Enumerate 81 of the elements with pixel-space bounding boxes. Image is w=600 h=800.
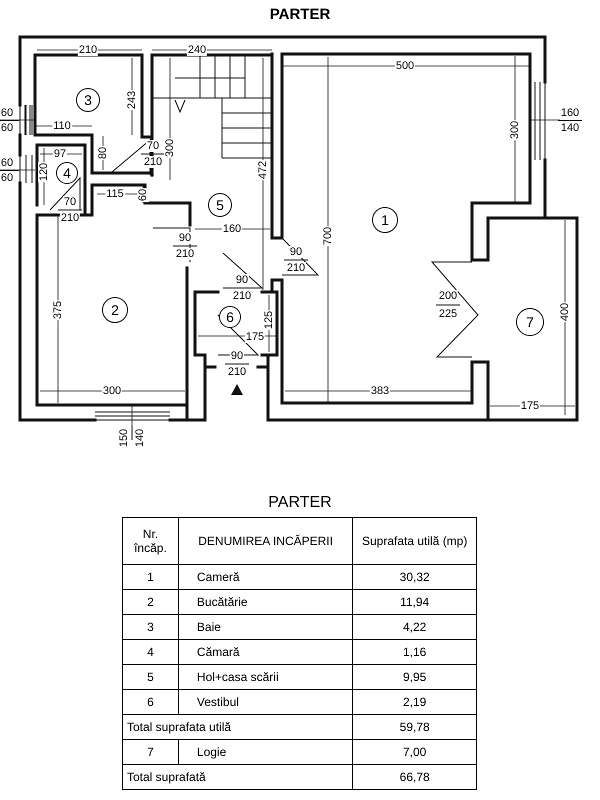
room-number: 6 [219,306,241,328]
dimension-label: 210 [60,212,80,224]
dimension-label: 90 [178,232,192,244]
dimension-label: 210 [78,44,98,56]
area-value: 11,94 [352,590,476,614]
area-value: 1,16 [352,640,476,664]
area-value: 59,78 [352,714,476,740]
room-number: 2 [122,590,178,614]
dimension-label: 210 [286,262,306,274]
dimension-label: 175 [244,331,266,343]
room-number: 1 [122,564,178,590]
room-number: 5 [122,664,178,690]
table-title: PARTER [268,494,332,512]
dimension-label: 90 [288,246,304,258]
dimension-label: 90 [230,350,244,362]
room-name: Vestibul [178,690,353,714]
dimension-label: 300 [164,138,176,158]
column-header: Suprafata utilă (mp) [352,518,476,564]
room-number: 4 [56,162,78,184]
room-name: Cămară [178,640,353,664]
dimension-label: 125 [263,310,275,330]
room-number: 1 [372,207,398,233]
column-header: DENUMIREA INCĂPERII [178,518,353,564]
area-value: 30,32 [352,564,476,590]
room-name: Logie [178,740,353,764]
dimension-label: 243 [126,90,138,110]
room-number: 6 [122,690,178,714]
room-number: 3 [76,88,100,112]
room-number: 7 [516,308,544,336]
dimension-label: 60 [0,122,14,134]
dimension-label: 400 [559,302,571,322]
column-header: Nr. încăp. [122,518,178,564]
dimension-label: 60 [0,157,14,169]
dimension-label: 210 [174,248,196,260]
dimension-label: 70 [62,196,78,208]
dimension-label: 160 [560,107,580,119]
dimension-label: 70 [146,140,160,152]
dimension-label: 375 [52,300,64,320]
total-label: Total suprafata utilă [122,714,353,740]
dimension-label: 115 [105,188,125,200]
room-name: Bucătărie [178,590,353,614]
room-name: Baie [178,614,353,640]
dimension-label: 120 [38,162,50,182]
dimension-label: 300 [509,120,521,140]
dimension-label: 200 [438,290,458,302]
dimension-label: 160 [222,223,242,235]
area-value: 7,00 [352,740,476,764]
dimension-label: 210 [232,290,252,302]
room-number: 3 [122,614,178,640]
room-number: 5 [208,193,232,217]
dimension-label: 150 [118,428,130,448]
plan-title: PARTER [270,6,330,23]
dimension-label: 60 [0,107,14,119]
dimension-label: 110 [52,120,72,132]
dimension-label: 140 [560,122,580,134]
room-name: Hol+casa scării [178,664,353,690]
dimension-label: 140 [134,428,146,448]
area-value: 9,95 [352,664,476,690]
dimension-label: 175 [520,400,540,412]
dimension-label: 80 [97,146,109,160]
room-name: Cameră [178,564,353,590]
total-label: Total suprafată [122,764,353,790]
area-value: 66,78 [352,764,476,790]
dimension-label: 500 [394,60,416,72]
dimension-label: 210 [226,366,248,378]
dimension-label: 700 [322,226,334,246]
area-value: 4,22 [352,614,476,640]
dimension-label: 210 [142,156,164,168]
room-number: 2 [102,297,128,323]
dimension-label: 300 [102,385,122,397]
room-number: 7 [122,740,178,764]
dimension-label: 472 [257,160,269,180]
dimension-label: 60 [137,188,149,202]
dimension-label: 383 [370,385,390,397]
dimension-label: 60 [0,172,14,184]
dimension-label: 90 [234,274,250,286]
dimension-label: 225 [438,308,458,320]
area-value: 2,19 [352,690,476,714]
dimension-label: 240 [186,44,208,56]
room-number: 4 [122,640,178,664]
dimension-label: 97 [52,148,68,160]
